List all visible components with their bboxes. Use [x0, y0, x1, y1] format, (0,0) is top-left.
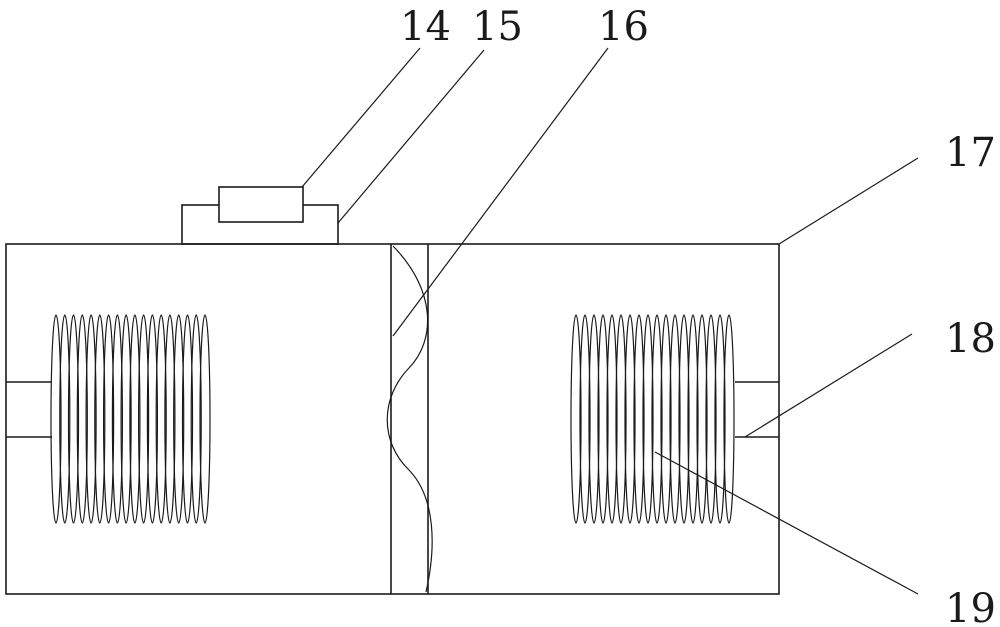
leader-17	[779, 158, 918, 244]
label-19: 19	[945, 586, 996, 627]
divider-wave	[387, 246, 432, 592]
leader-18	[745, 334, 912, 437]
leader-15	[338, 50, 484, 223]
leader-19	[655, 452, 918, 594]
label-16: 16	[598, 4, 649, 50]
leader-16	[393, 48, 608, 336]
leader-14	[302, 48, 420, 187]
top-element	[219, 187, 303, 222]
label-15: 15	[472, 4, 523, 50]
label-14: 14	[400, 4, 451, 50]
left-coil	[51, 315, 210, 523]
label-17: 17	[945, 130, 996, 176]
right-coil	[571, 315, 734, 523]
label-18: 18	[945, 316, 996, 362]
